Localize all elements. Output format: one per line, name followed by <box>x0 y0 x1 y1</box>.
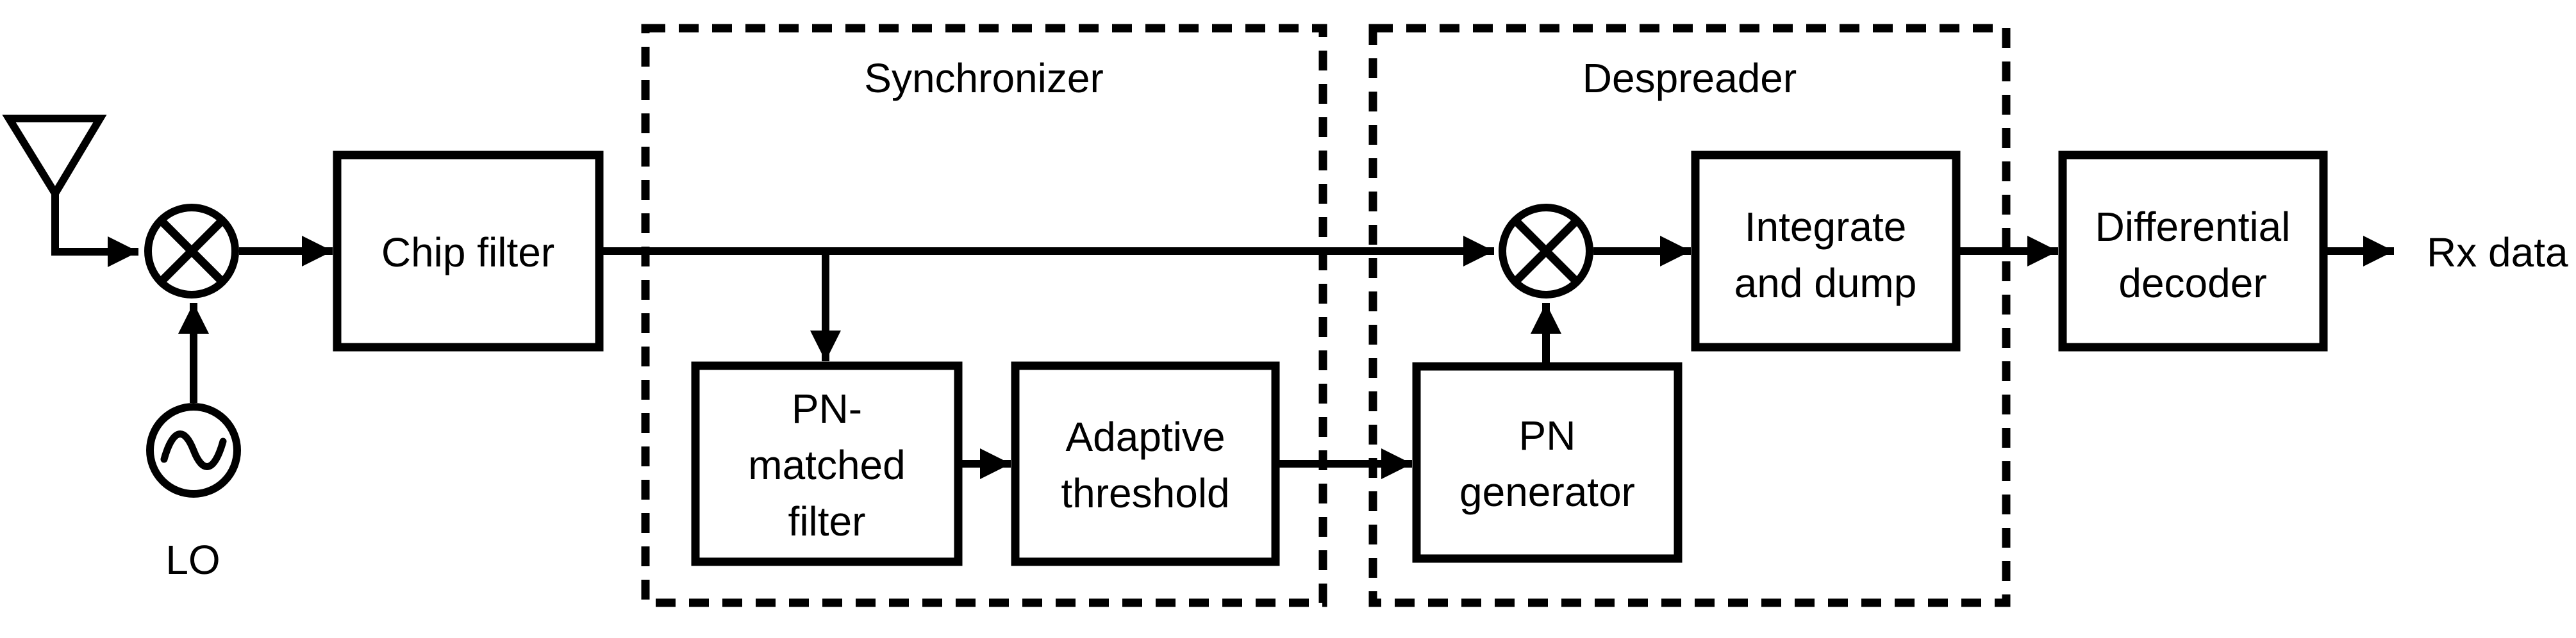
despreader-group-label: Despreader <box>1583 55 1797 101</box>
rx-data-label: Rx data <box>2427 229 2568 275</box>
lo-label: LO <box>165 537 220 583</box>
local-oscillator-sine-source-icon <box>146 303 241 498</box>
synchronizer-group-label: Synchronizer <box>864 55 1104 101</box>
rf-mixer-multiplier-icon <box>144 204 239 299</box>
antenna-icon <box>2 115 138 267</box>
despreader-group: Despreader <box>1368 24 2011 607</box>
chip-filter-label: Chip filter <box>381 229 554 275</box>
chip-filter-block: Chip filter <box>333 151 604 352</box>
despread-mixer-multiplier-icon <box>1499 204 1593 299</box>
synchronizer-group: Synchronizer <box>641 24 1327 607</box>
